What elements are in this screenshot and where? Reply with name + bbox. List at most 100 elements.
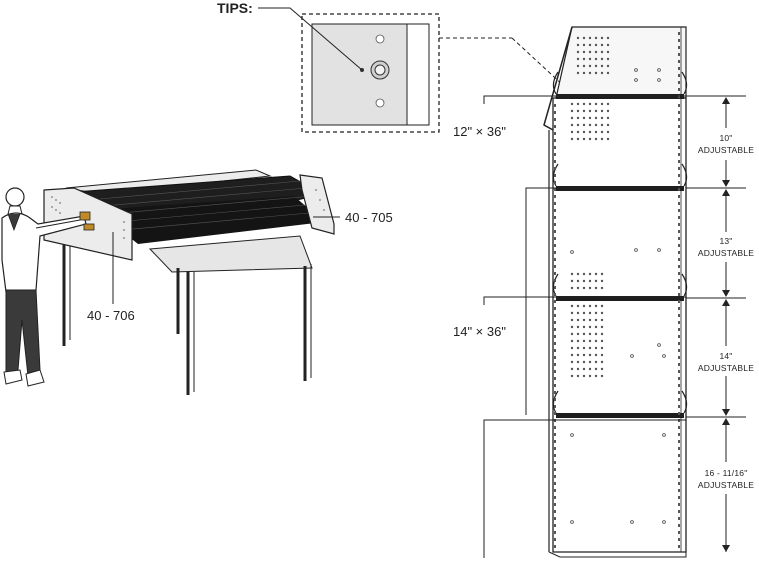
shelf-3 — [556, 296, 684, 301]
perforation-hole — [582, 279, 586, 283]
perforation-hole — [576, 318, 580, 322]
upright-slot — [678, 342, 680, 345]
upright-slot — [678, 496, 680, 499]
perforation-hole — [570, 116, 574, 120]
upright-slot — [554, 167, 556, 170]
upright-slot — [678, 60, 680, 63]
part-705-label: 40 - 705 — [345, 210, 393, 225]
upright-slot — [554, 461, 556, 464]
perforation-hole — [570, 304, 574, 308]
upright-slot — [678, 293, 680, 296]
perforation-hole — [594, 57, 598, 61]
drill-tool-icon — [79, 211, 91, 221]
shelf-2 — [556, 186, 684, 191]
perforation-hole — [594, 50, 598, 54]
perforation-hole — [606, 130, 610, 134]
upright-slot — [678, 489, 680, 492]
upright-slot — [554, 370, 556, 373]
perforation-hole — [576, 325, 580, 329]
shelf-ribs — [99, 180, 321, 231]
perforation-hole — [576, 353, 580, 357]
perforation-hole — [582, 109, 586, 113]
perforation-hole — [588, 272, 592, 276]
perforation-hole — [594, 71, 598, 75]
perforation-hole — [600, 109, 604, 113]
part-706-label: 40 - 706 — [87, 308, 135, 323]
upright-slot — [554, 377, 556, 380]
upright-slot — [678, 53, 680, 56]
perforation-hole — [594, 374, 598, 378]
perforation-hole — [600, 272, 604, 276]
perforation-hole — [588, 318, 592, 322]
upright-slot — [554, 286, 556, 289]
perforation-hole — [594, 116, 598, 120]
perforation-hole — [576, 360, 580, 364]
upright-slot — [554, 265, 556, 268]
drill-tool-icon — [83, 223, 95, 231]
upright-slot — [554, 244, 556, 247]
upright-slot — [554, 104, 556, 107]
upright-slot — [678, 412, 680, 415]
end-panel-40-705 — [299, 174, 335, 235]
worker-collar — [7, 213, 21, 232]
perforation-hole — [594, 36, 598, 40]
upright-slot — [678, 524, 680, 527]
perforation-hole — [588, 325, 592, 329]
perforation-hole — [588, 130, 592, 134]
tips-detail — [301, 13, 440, 133]
perforation-hole — [582, 353, 586, 357]
tips-panel-edge — [406, 23, 430, 126]
perforation-hole — [576, 130, 580, 134]
upright-slot — [554, 440, 556, 443]
perforation-hole — [576, 36, 580, 40]
perforation-hole — [576, 137, 580, 141]
perforation-hole — [588, 102, 592, 106]
perforation-hole — [594, 311, 598, 315]
upright-slot — [678, 146, 680, 149]
upright-slot — [678, 46, 680, 49]
perforation-hole — [594, 360, 598, 364]
perforation-hole — [576, 272, 580, 276]
upright-slot — [554, 363, 556, 366]
perforation-hole — [570, 339, 574, 343]
tips-label: TIPS: — [217, 0, 253, 16]
upright-slot — [554, 111, 556, 114]
upright-slot — [554, 545, 556, 548]
perforation-hole — [600, 367, 604, 371]
perforation-hole — [588, 50, 592, 54]
perforation-hole — [570, 367, 574, 371]
perforation-hole — [606, 64, 610, 68]
table-top — [148, 235, 313, 273]
upright-slot — [678, 398, 680, 401]
upright-slot — [554, 272, 556, 275]
perforation-hole — [588, 137, 592, 141]
upright-slot — [678, 223, 680, 226]
perforation-hole — [594, 325, 598, 329]
perforation-hole — [576, 57, 580, 61]
upright-slot — [554, 314, 556, 317]
base-leader — [483, 419, 686, 558]
upright-slot — [678, 125, 680, 128]
upright-slot — [678, 356, 680, 359]
perforation-hole — [582, 137, 586, 141]
upright-slot — [554, 482, 556, 485]
upright-slot — [678, 433, 680, 436]
dim-3-value: 14" — [719, 351, 732, 361]
perforation-hole — [588, 360, 592, 364]
perforation-hole — [594, 318, 598, 322]
upright-slot — [678, 202, 680, 205]
upright-slot — [678, 321, 680, 324]
shelf-4 — [556, 413, 684, 418]
upright-slot — [554, 195, 556, 198]
perforation-hole — [588, 123, 592, 127]
upright-slot — [554, 258, 556, 261]
perforation-hole — [582, 339, 586, 343]
perforation-hole — [606, 57, 610, 61]
perforation-hole — [600, 360, 604, 364]
perforation-hole — [588, 109, 592, 113]
worker-shoes-icon — [3, 369, 45, 387]
perforation-hole — [570, 123, 574, 127]
upright-slot — [554, 153, 556, 156]
upright-slot — [554, 279, 556, 282]
